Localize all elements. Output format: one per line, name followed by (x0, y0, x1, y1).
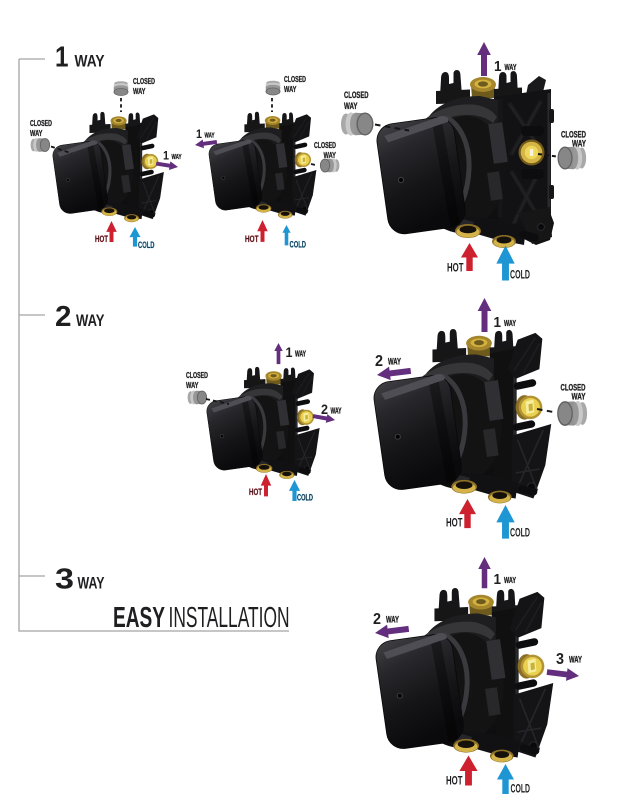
svg-text:WAY: WAY (133, 86, 146, 96)
svg-text:1: 1 (163, 151, 170, 163)
svg-text:WAY: WAY (572, 392, 586, 402)
svg-text:CLOSED: CLOSED (561, 130, 586, 140)
svg-text:CLOSED: CLOSED (561, 383, 586, 393)
svg-text:HOT: HOT (446, 776, 463, 788)
svg-text:WAY: WAY (388, 357, 401, 367)
svg-text:WAY: WAY (569, 655, 582, 665)
svg-text:3: 3 (556, 651, 564, 668)
svg-text:CLOSED: CLOSED (314, 140, 336, 150)
svg-text:1: 1 (55, 42, 69, 74)
svg-text:1: 1 (196, 129, 203, 141)
svg-text:WAY: WAY (76, 311, 105, 330)
svg-text:HOT: HOT (95, 234, 108, 245)
svg-text:CLOSED: CLOSED (284, 74, 306, 84)
svg-text:EASY: EASY (113, 602, 165, 634)
svg-text:3: 3 (55, 564, 74, 596)
svg-text:2: 2 (375, 353, 383, 370)
svg-text:2: 2 (321, 401, 328, 417)
svg-text:WAY: WAY (75, 52, 106, 71)
svg-text:CLOSED: CLOSED (344, 90, 369, 100)
svg-text:COLD: COLD (290, 240, 307, 251)
svg-text:2: 2 (55, 301, 72, 333)
svg-text:HOT: HOT (245, 234, 259, 245)
svg-text:WAY: WAY (386, 615, 399, 625)
svg-text:WAY: WAY (172, 154, 182, 161)
svg-text:WAY: WAY (504, 575, 516, 585)
svg-text:COLD: COLD (297, 493, 313, 504)
svg-text:CLOSED: CLOSED (133, 76, 155, 86)
svg-text:1: 1 (286, 344, 293, 360)
svg-text:WAY: WAY (284, 84, 297, 94)
svg-text:COLD: COLD (511, 784, 531, 796)
svg-text:WAY: WAY (572, 139, 586, 149)
svg-text:WAY: WAY (78, 574, 105, 593)
svg-text:1: 1 (494, 59, 502, 75)
svg-text:WAY: WAY (205, 133, 215, 140)
svg-text:WAY: WAY (504, 318, 516, 328)
svg-text:2: 2 (373, 611, 381, 628)
svg-text:WAY: WAY (30, 128, 43, 138)
svg-text:INSTALLATION: INSTALLATION (169, 602, 290, 634)
svg-text:COLD: COLD (510, 528, 530, 540)
svg-text:WAY: WAY (331, 407, 342, 416)
svg-text:WAY: WAY (186, 380, 199, 390)
svg-text:1: 1 (494, 315, 502, 331)
svg-text:WAY: WAY (324, 150, 337, 160)
svg-text:COLD: COLD (138, 240, 155, 251)
svg-text:HOT: HOT (249, 487, 262, 498)
svg-text:COLD: COLD (510, 270, 530, 282)
svg-text:HOT: HOT (446, 518, 463, 530)
svg-text:1: 1 (494, 572, 502, 588)
svg-text:WAY: WAY (505, 62, 517, 72)
svg-text:WAY: WAY (344, 101, 358, 111)
svg-text:CLOSED: CLOSED (30, 118, 52, 128)
svg-text:CLOSED: CLOSED (186, 370, 208, 380)
svg-text:HOT: HOT (447, 263, 464, 275)
svg-text:WAY: WAY (295, 350, 306, 359)
